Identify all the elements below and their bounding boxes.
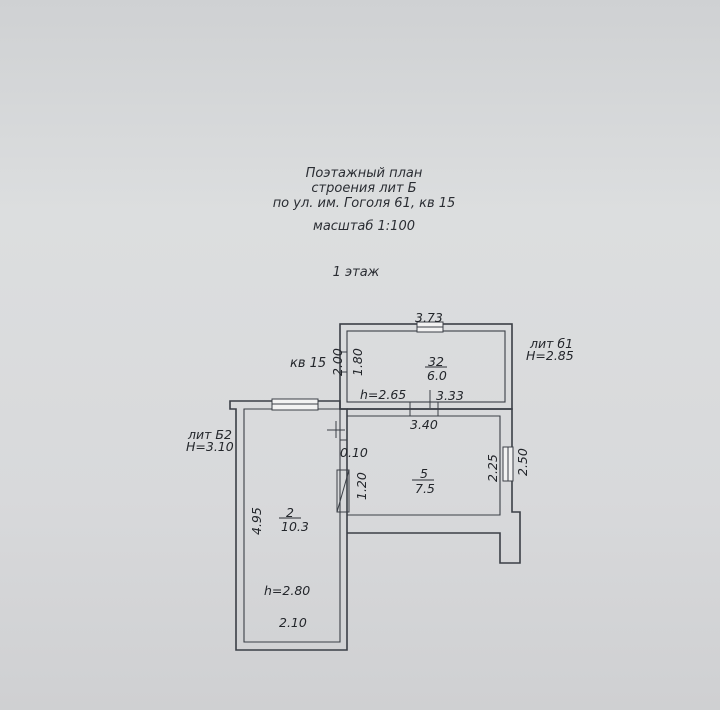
apartment-label: кв 15 [290,356,327,371]
room-5-area: 7.5 [415,481,435,496]
dim-bottom-width: 2.10 [279,615,307,630]
dim-door-length: 1.20 [354,472,369,500]
room-32-walls [339,321,513,410]
plan-title-address: по ул. им. Гоголя 61, кв 15 [272,196,456,211]
annex-b1-name: лит б1 [530,336,574,351]
room-2-area: 10.3 [281,519,309,534]
dim-right-outer: 2.50 [515,448,530,476]
dim-mid-top: 3.33 [436,388,464,403]
dim-top-width: 3.73 [415,310,443,325]
dim-left-inner: 1.80 [350,348,365,376]
dim-right-inner: 2.25 [485,454,500,482]
dim-h-room2: h=2.80 [264,583,311,598]
plan-title-line1: Поэтажный план [305,166,423,181]
room-2-number: 2 [286,505,294,520]
dim-room2-length: 4.95 [249,507,264,535]
room-32-number: 32 [428,354,444,369]
floor-label: 1 этаж [332,265,380,280]
dim-partition: 0.10 [340,445,368,460]
room-5-walls [347,390,521,564]
dim-left-outer: 2.00 [330,348,345,376]
plan-title-line2: строения лит Б [311,181,417,196]
room-2-walls [229,398,350,651]
annex-b1-height: H=2.85 [526,348,574,363]
annex-b2-height: H=3.10 [186,439,234,454]
room-5-number: 5 [420,466,428,481]
plan-scale: масштаб 1:100 [313,219,415,234]
dim-mid-width: 3.40 [410,417,438,432]
room-32-area: 6.0 [427,368,447,383]
annex-b2-name: лит Б2 [188,427,232,442]
dim-h-room32: h=2.65 [360,387,407,402]
